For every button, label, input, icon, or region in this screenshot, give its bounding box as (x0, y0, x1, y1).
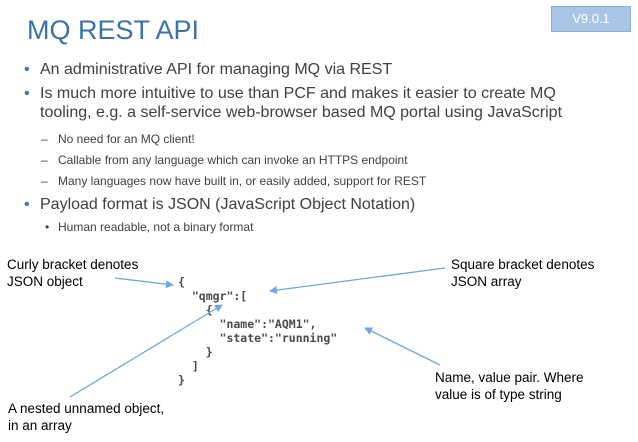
code-line: { (178, 275, 185, 289)
code-line: } (178, 345, 213, 359)
annotation-curly-bracket: Curly bracket denotes JSON object (7, 257, 139, 289)
code-line: "name":"AQM1", (178, 317, 317, 331)
code-line: "state":"running" (178, 331, 338, 345)
code-line: ] (178, 359, 199, 373)
code-line: { (178, 303, 213, 317)
annotation-name-value-pair: Name, value pair. Where value is of type… (435, 370, 584, 402)
json-code-sample: { "qmgr":[ { "name":"AQM1", "state":"run… (178, 275, 337, 387)
sub-bullet-item: – Callable from any language which can i… (41, 152, 408, 168)
dash-icon: – (41, 132, 48, 146)
bullet-item: • Payload format is JSON (JavaScript Obj… (24, 195, 416, 215)
dash-icon: – (41, 153, 48, 167)
bullet-item: • Is much more intuitive to use than PCF… (24, 84, 556, 104)
sub-bullet-item: – No need for an MQ client! (41, 131, 195, 147)
version-badge: V9.0.1 (551, 6, 631, 32)
arrow-square (269, 267, 446, 295)
sub-bullet-text: Callable from any language which can inv… (58, 153, 408, 167)
arrow-curly (114, 277, 174, 289)
bullet-text: Payload format is JSON (JavaScript Objec… (40, 196, 416, 213)
bullet-item-continued: tooling, e.g. a self-service web-browser… (40, 103, 562, 123)
dash-icon: – (41, 174, 48, 188)
code-line: "qmgr":[ (178, 289, 248, 303)
code-line: } (178, 373, 185, 387)
bullet-dot-icon: • (24, 196, 30, 213)
bullet-dot-icon: • (24, 61, 30, 78)
sub-bullet-text: Many languages now have built in, or eas… (58, 174, 427, 188)
sub-bullet-item: – Many languages now have built in, or e… (41, 173, 427, 189)
sub-bullet-text: Human readable, not a binary format (58, 220, 254, 234)
slide-title: MQ REST API (27, 15, 200, 45)
bullet-text-line1: Is much more intuitive to use than PCF a… (40, 85, 556, 102)
annotation-square-bracket: Square bracket denotes JSON array (451, 257, 595, 289)
sub-bullet-text: No need for an MQ client! (58, 132, 195, 146)
bullet-dot-icon: • (45, 220, 50, 234)
arrow-pair (364, 327, 441, 366)
bullet-text: An administrative API for managing MQ vi… (40, 61, 393, 78)
sub-bullet-item: • Human readable, not a binary format (45, 219, 254, 235)
bullet-text-line2: tooling, e.g. a self-service web-browser… (40, 104, 563, 121)
bullet-dot-icon: • (24, 85, 30, 102)
annotation-nested-object: A nested unnamed object, in an array (8, 401, 165, 433)
arrow-nested (69, 304, 223, 398)
bullet-item: • An administrative API for managing MQ … (24, 60, 393, 80)
